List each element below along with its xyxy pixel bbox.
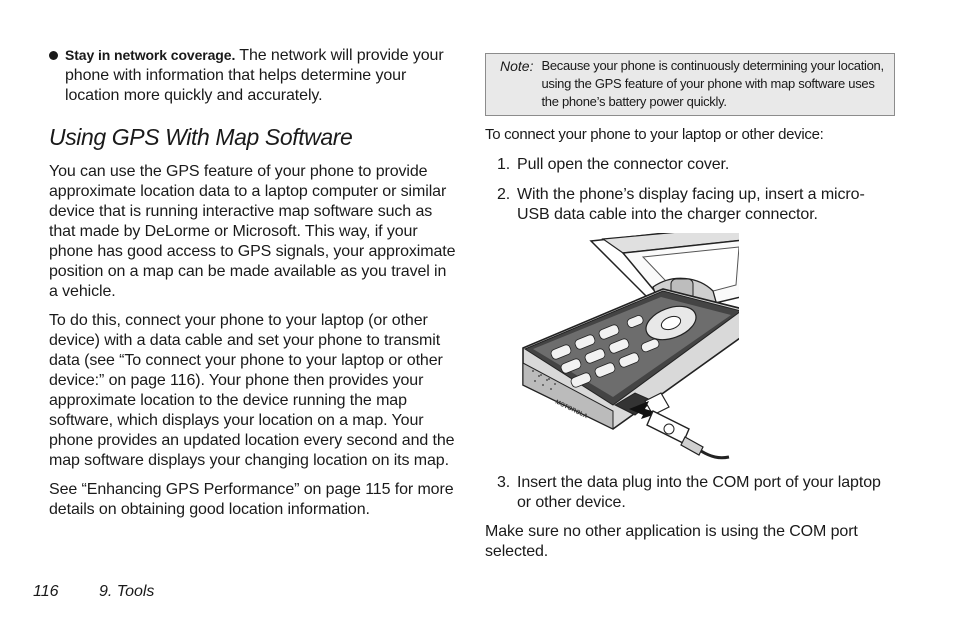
section-heading: Using GPS With Map Software <box>49 124 353 150</box>
note-text: Because your phone is continuously deter… <box>541 58 884 109</box>
left-column: Stay in network coverage. The network wi… <box>49 45 459 529</box>
note-box: Note: Because your phone is continuously… <box>485 53 895 116</box>
step-2: 2. With the phone’s display facing up, i… <box>485 185 895 225</box>
procedure-intro: To connect your phone to your laptop or … <box>485 126 824 143</box>
step-number: 1. <box>497 156 511 173</box>
phone-with-usb-cable-icon: MOTOROLA <box>522 233 739 460</box>
paragraph-intro: You can use the GPS feature of your phon… <box>49 163 456 300</box>
step-number: 3. <box>497 474 511 491</box>
step-text: With the phone’s display facing up, inse… <box>517 186 865 223</box>
bullet-lead: Stay in network coverage. <box>65 47 236 63</box>
step-text: Pull open the connector cover. <box>517 156 730 173</box>
bullet-text: The network will provide your phone with… <box>65 47 444 104</box>
procedure-closing: Make sure no other application is using … <box>485 523 858 560</box>
step-text: Insert the data plug into the COM port o… <box>517 474 881 511</box>
step-number: 2. <box>497 186 511 203</box>
step-3: 3. Insert the data plug into the COM por… <box>485 473 895 513</box>
bullet-dot-icon <box>49 51 58 60</box>
chapter-title: 9. Tools <box>98 583 155 600</box>
note-label: Note: <box>500 58 534 74</box>
step-1: 1. Pull open the connector cover. <box>485 155 895 175</box>
page-number: 116 <box>33 583 59 600</box>
phone-illustration: MOTOROLA <box>503 233 739 463</box>
bullet-item: Stay in network coverage. The network wi… <box>49 45 459 106</box>
right-column: Note: Because your phone is continuously… <box>485 53 895 562</box>
paragraph-see-also: See “Enhancing GPS Performance” on page … <box>49 481 454 518</box>
paragraph-how-to: To do this, connect your phone to your l… <box>49 312 455 469</box>
page-footer: 116 9. Tools <box>33 583 154 601</box>
